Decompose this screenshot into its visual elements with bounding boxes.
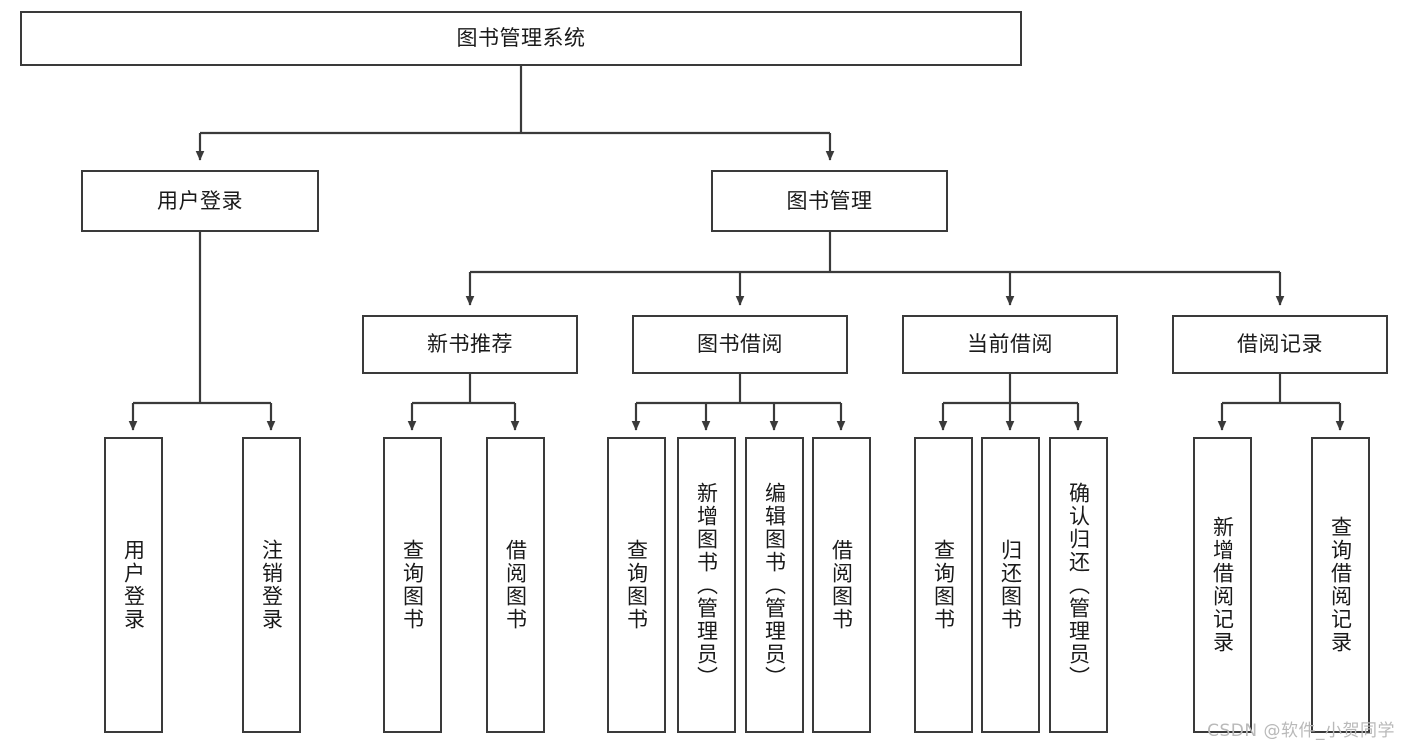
node-current-borrowing[interactable]: 当前借阅 [902,315,1118,374]
node-label: 新增借阅记录 [1210,516,1235,654]
node-leaf-logout[interactable]: 注销登录 [242,437,301,733]
node-book-management[interactable]: 图书管理 [711,170,948,232]
csdn-watermark: CSDN @软件_小贺同学 [1207,721,1395,741]
node-label: 借阅图书 [829,539,854,631]
node-leaf-user-login[interactable]: 用户登录 [104,437,163,733]
node-label: 确认归还（管理员） [1066,481,1091,689]
node-label: 查询图书 [400,539,425,631]
node-leaf-borrow-book-recommend[interactable]: 借阅图书 [486,437,545,733]
node-label: 编辑图书（管理员） [762,481,787,689]
node-leaf-add-borrow-record[interactable]: 新增借阅记录 [1193,437,1252,733]
node-label: 注销登录 [259,539,284,631]
node-label: 借阅图书 [503,539,528,631]
node-user-login[interactable]: 用户登录 [81,170,319,232]
node-label: 借阅记录 [1237,332,1323,357]
node-leaf-query-book-recommend[interactable]: 查询图书 [383,437,442,733]
node-label: 图书借阅 [697,332,783,357]
node-leaf-add-book-admin[interactable]: 新增图书（管理员） [677,437,736,733]
node-leaf-return-book[interactable]: 归还图书 [981,437,1040,733]
node-leaf-edit-book-admin[interactable]: 编辑图书（管理员） [745,437,804,733]
node-label: 归还图书 [998,539,1023,631]
node-leaf-borrow-book[interactable]: 借阅图书 [812,437,871,733]
node-label: 用户登录 [121,539,146,631]
node-label: 查询图书 [931,539,956,631]
node-label: 当前借阅 [967,332,1053,357]
node-label: 新书推荐 [427,332,513,357]
node-label: 图书管理 [786,188,873,213]
node-leaf-query-borrow-record[interactable]: 查询借阅记录 [1311,437,1370,733]
node-label: 查询图书 [624,539,649,631]
node-new-book-recommendation[interactable]: 新书推荐 [362,315,578,374]
node-label: 图书管理系统 [456,26,586,51]
node-leaf-query-book-borrow[interactable]: 查询图书 [607,437,666,733]
node-borrowing-records[interactable]: 借阅记录 [1172,315,1388,374]
node-root-book-management-system[interactable]: 图书管理系统 [20,11,1022,66]
node-leaf-confirm-return-admin[interactable]: 确认归还（管理员） [1049,437,1108,733]
node-leaf-query-book-current[interactable]: 查询图书 [914,437,973,733]
node-label: 查询借阅记录 [1328,516,1353,654]
node-label: 新增图书（管理员） [694,481,719,689]
node-label: 用户登录 [157,188,243,213]
node-book-borrowing[interactable]: 图书借阅 [632,315,848,374]
